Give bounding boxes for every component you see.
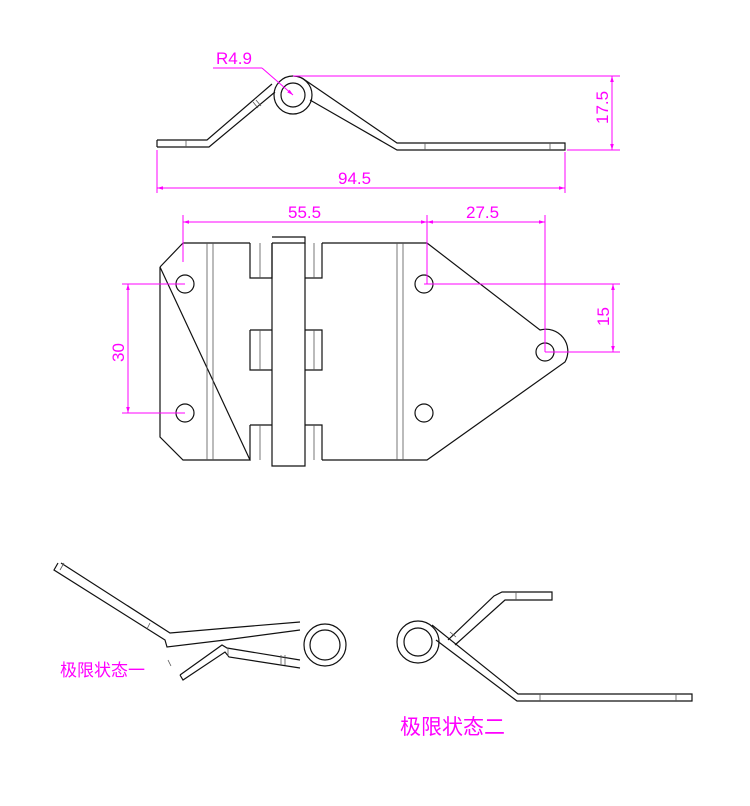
limit-state-two: 极限状态二 bbox=[396, 591, 693, 739]
limit-state-two-label: 极限状态二 bbox=[400, 715, 505, 739]
mounting-hole bbox=[414, 403, 434, 423]
side-view: R4.9 17.5 94.5 bbox=[156, 49, 620, 193]
limit-state-one: 极限状态一 bbox=[53, 562, 347, 681]
dimension-27-5: 27.5 bbox=[466, 203, 499, 222]
dimension-55-5: 55.5 bbox=[288, 203, 321, 222]
limit-state-one-label: 极限状态一 bbox=[60, 661, 145, 681]
hinge-plate-outline bbox=[159, 242, 569, 461]
plan-view: 55.5 27.5 30 15 bbox=[109, 203, 620, 467]
length-dimension: 94.5 bbox=[338, 169, 371, 188]
dimension-30: 30 bbox=[109, 343, 128, 362]
height-dimension: 17.5 bbox=[593, 91, 612, 124]
dimension-15: 15 bbox=[594, 307, 613, 326]
radius-dimension: R4.9 bbox=[216, 49, 252, 68]
